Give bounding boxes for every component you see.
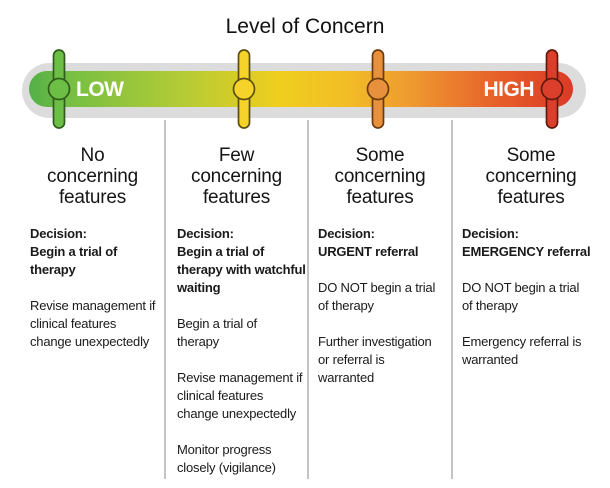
column-header: No concerning features — [47, 145, 138, 208]
note-text: Emergency referral is warranted — [462, 334, 582, 367]
note-text: DO NOT begin a trial of therapy — [318, 280, 436, 313]
high-label: HIGH — [484, 78, 535, 101]
column-header: Some concerning features — [334, 145, 426, 208]
decision-text: Decision: URGENT referral — [318, 226, 419, 259]
concern-slider: LOW HIGH — [22, 49, 586, 129]
concern-column-few: Few concerning features Decision: Begin … — [165, 145, 308, 477]
note-text: Further investigation or referral is war… — [318, 334, 432, 385]
column-divider-3 — [451, 120, 453, 479]
note-text: Revise management if clinical features c… — [177, 370, 303, 421]
column-header: Some concerning features — [485, 145, 577, 208]
column-header: Few concerning features — [191, 145, 282, 208]
low-label: LOW — [76, 78, 124, 101]
note-text: Monitor progress closely (vigilance) — [177, 442, 276, 475]
slider-handle-green[interactable] — [47, 49, 71, 129]
decision-text: Decision: Begin a trial of therapy with … — [177, 226, 306, 295]
note-text: DO NOT begin a trial of therapy — [462, 280, 580, 313]
concern-column-emergency: Some concerning features Decision: EMERG… — [452, 145, 610, 369]
diagram-title: Level of Concern — [225, 15, 385, 38]
slider-gradient-bar — [29, 71, 573, 107]
column-divider-1 — [164, 120, 166, 479]
column-divider-2 — [307, 120, 309, 479]
note-text: Begin a trial of therapy — [177, 316, 257, 349]
slider-handle-yellow[interactable] — [232, 49, 256, 129]
slider-handle-red[interactable] — [540, 49, 564, 129]
decision-text: Decision: Begin a trial of therapy — [30, 226, 118, 277]
concern-column-low: No concerning features Decision: Begin a… — [20, 145, 165, 351]
concern-column-urgent: Some concerning features Decision: URGEN… — [308, 145, 452, 387]
decision-text: Decision: EMERGENCY referral — [462, 226, 591, 259]
note-text: Revise management if clinical features c… — [30, 298, 156, 349]
slider-handle-orange[interactable] — [366, 49, 390, 129]
